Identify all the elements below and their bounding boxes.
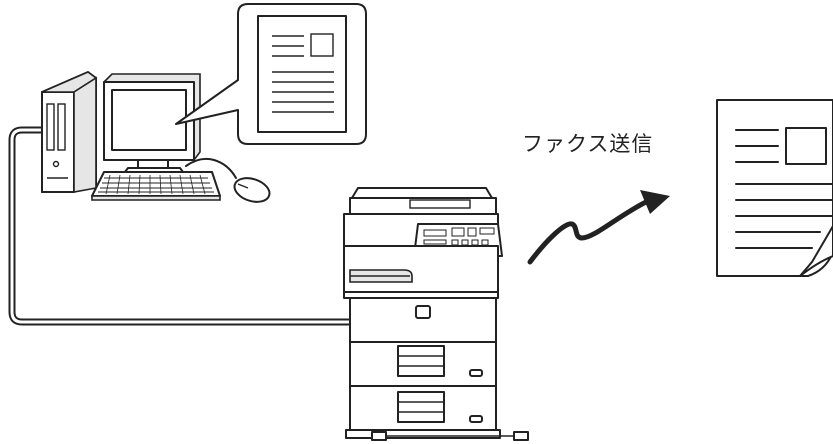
computer-tower-icon xyxy=(42,72,96,192)
multifunction-printer-icon xyxy=(344,188,528,440)
monitor-icon xyxy=(104,74,200,176)
keyboard-icon xyxy=(92,172,220,200)
received-document-icon xyxy=(717,100,833,276)
fax-send-label: ファクス送信 xyxy=(522,128,653,158)
transmission-arrow-icon xyxy=(530,190,670,262)
document-callout-icon xyxy=(176,4,366,144)
